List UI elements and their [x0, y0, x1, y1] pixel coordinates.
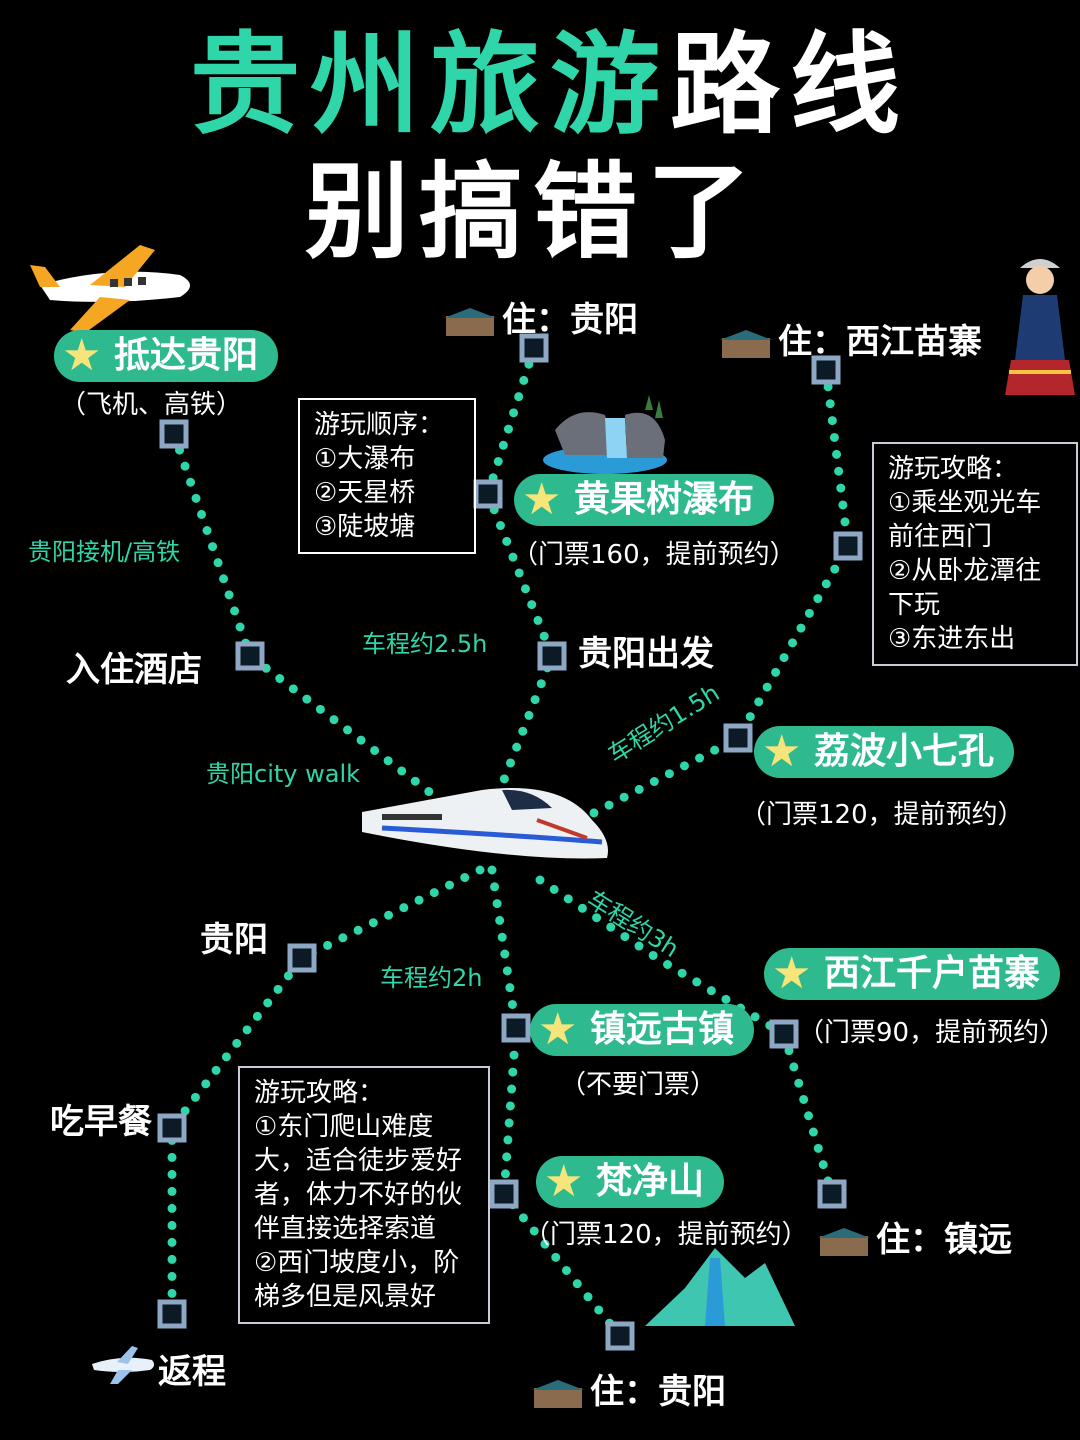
node — [157, 1113, 187, 1143]
line-zhenyuan — [535, 875, 837, 1199]
order-item: ②天星桥 — [314, 478, 416, 508]
guide-line: ②西门坡度小，阶 — [254, 1248, 460, 1278]
pill-xijiang-village: ★ 西江千户苗寨 — [764, 948, 1061, 1000]
pill-label: 黄果树瀑布 — [574, 479, 755, 520]
note-arrive: （飞机、高铁） — [60, 390, 243, 420]
hotel-guiyang-bottom: 住：贵阳 — [532, 1364, 726, 1413]
guide-line: ①东门爬山难度 — [254, 1112, 434, 1142]
pill-libo: ★ 荔波小七孔 — [754, 726, 1015, 778]
hotel-label: 住：贵阳 — [502, 300, 638, 340]
xijiang-guide-box: 游玩攻略： ①乘坐观光车 前往西门 ②从卧龙潭往 下玩 ③东进东出 — [872, 442, 1078, 666]
node — [489, 1179, 519, 1209]
pill-arrive: ★ 抵达贵阳 — [54, 330, 279, 382]
edge-label-arrive: 贵阳接机/高铁 — [28, 538, 181, 566]
stop-guiyang-start: 贵阳出发 — [578, 634, 714, 674]
airplane-icon — [30, 245, 190, 333]
star-icon: ★ — [62, 330, 102, 381]
title-white: 路线 — [670, 21, 910, 149]
pill-label: 抵达贵阳 — [114, 335, 259, 376]
mountain-icon — [645, 1248, 795, 1326]
note-fanjing: （门票120，提前预约） — [524, 1220, 808, 1250]
hotel-label: 住：贵阳 — [590, 1372, 726, 1412]
order-item: ③陡坡塘 — [314, 512, 416, 542]
note-zhenyuan: （不要门票） — [560, 1070, 717, 1100]
node — [159, 419, 189, 449]
page-subtitle: 别搞错了 — [305, 151, 762, 273]
order-box: 游玩顺序： ①大瀑布 ②天星桥 ③陡坡塘 — [298, 398, 476, 554]
pill-label: 荔波小七孔 — [814, 731, 995, 772]
node — [157, 1299, 187, 1329]
title-green: 贵州旅游 — [190, 21, 670, 149]
guide-line: ②从卧龙潭往 — [888, 556, 1042, 586]
star-icon: ★ — [772, 948, 812, 999]
guide-line: 大，适合徒步爱好 — [254, 1146, 463, 1176]
guide-line: 下玩 — [888, 590, 941, 620]
pill-zhenyuan: ★ 镇远古镇 — [530, 1004, 755, 1056]
pill-label: 梵净山 — [596, 1161, 705, 1202]
note-libo: （门票120，提前预约） — [740, 800, 1024, 830]
small-plane-icon — [92, 1346, 155, 1384]
guide-line: 前往西门 — [888, 522, 993, 552]
node — [519, 333, 549, 363]
waterfall-icon — [543, 395, 667, 474]
star-icon: ★ — [522, 474, 562, 525]
edge-label-drive-2h: 车程约2h — [380, 964, 483, 992]
hotel-icon — [818, 1227, 870, 1257]
guide-line: ①乘坐观光车 — [888, 488, 1042, 518]
order-item: ①大瀑布 — [314, 444, 416, 474]
pill-waterfall: ★ 黄果树瀑布 — [514, 474, 775, 526]
node — [817, 1179, 847, 1209]
guide-line: 伴直接选择索道 — [254, 1214, 437, 1244]
pill-label: 西江千户苗寨 — [824, 953, 1041, 994]
line-return — [167, 865, 485, 1319]
hotel-label: 住：镇远 — [876, 1220, 1012, 1260]
line-guiyang — [483, 343, 557, 795]
pill-label: 镇远古镇 — [590, 1009, 735, 1050]
pill-fanjing: ★ 梵净山 — [536, 1156, 725, 1208]
guide-line: 梯多但是风景好 — [254, 1282, 437, 1312]
hotel-label: 住：西江苗寨 — [778, 322, 982, 362]
miao-girl-icon — [1005, 259, 1075, 395]
hotel-zhenyuan: 住：镇远 — [818, 1212, 1012, 1261]
star-icon: ★ — [544, 1156, 584, 1207]
note-xijiang-village: （门票90，提前预约） — [798, 1018, 1066, 1048]
stop-guiyang-return: 贵阳 — [200, 920, 268, 960]
node — [287, 943, 317, 973]
stop-breakfast: 吃早餐 — [50, 1102, 152, 1142]
fanjing-guide-box: 游玩攻略： ①东门爬山难度 大，适合徒步爱好 者，体力不好的伙 伴直接选择索道 … — [238, 1066, 490, 1324]
order-title: 游玩顺序： — [314, 410, 445, 440]
guide-line: 者，体力不好的伙 — [254, 1180, 463, 1210]
page-title: 贵州旅游路线 — [190, 30, 910, 140]
node — [811, 355, 841, 385]
stop-hotel: 入住酒店 — [66, 650, 202, 690]
guide-title: 游玩攻略： — [254, 1078, 385, 1108]
node — [537, 641, 567, 671]
line-xijiang — [585, 365, 853, 820]
stop-return: 返程 — [158, 1352, 226, 1392]
node — [501, 1013, 531, 1043]
node — [723, 723, 753, 753]
hotel-icon — [532, 1379, 584, 1409]
line-fanjing — [487, 865, 625, 1341]
note-waterfall: （门票160，提前预约） — [512, 540, 796, 570]
hotel-icon — [720, 329, 772, 359]
hotel-xijiang: 住：西江苗寨 — [720, 314, 982, 363]
hotel-icon — [444, 307, 496, 337]
star-icon: ★ — [762, 726, 802, 777]
node — [473, 479, 503, 509]
node — [833, 531, 863, 561]
train-icon — [362, 788, 608, 859]
guide-title: 游玩攻略： — [888, 454, 1019, 484]
star-icon: ★ — [538, 1004, 578, 1055]
hotel-guiyang-top: 住：贵阳 — [444, 292, 638, 341]
edge-label-drive-2-5h: 车程约2.5h — [362, 630, 488, 658]
guide-line: ③东进东出 — [888, 624, 1016, 654]
node — [769, 1019, 799, 1049]
node — [235, 641, 265, 671]
edge-label-walk: 贵阳city walk — [206, 760, 361, 788]
node — [605, 1321, 635, 1351]
